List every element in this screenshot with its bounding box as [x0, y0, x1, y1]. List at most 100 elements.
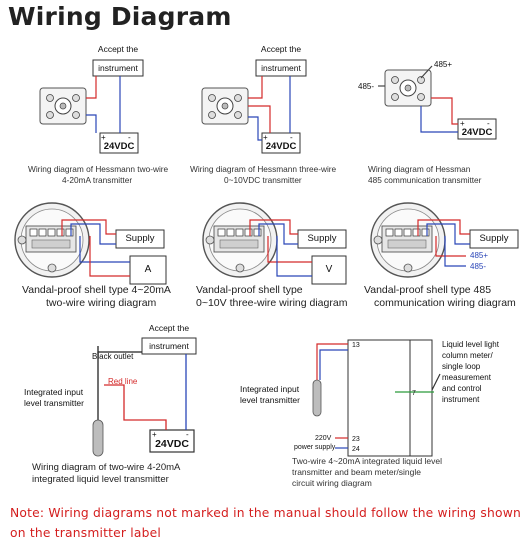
page-title: Wiring Diagram — [8, 2, 232, 31]
minus-terminal: - — [186, 430, 189, 439]
caption: Wiring diagram of Hessman — [368, 164, 471, 174]
caption: 0~10V three-wire wiring diagram — [196, 297, 348, 309]
wires — [86, 76, 121, 133]
wires — [249, 219, 312, 277]
meter-label: Liquid level light — [442, 340, 499, 349]
transmitter-terminal-block — [201, 87, 249, 125]
caption: Wiring diagram of two-wire 4-20mA — [32, 462, 181, 473]
diagram-vandal-485 — [370, 202, 519, 278]
wires — [248, 76, 291, 141]
supply-label: 24VDC — [155, 438, 189, 450]
diagram-integrated-two-wire — [92, 337, 197, 457]
meter-label: single loop — [442, 362, 481, 371]
caption: transmitter and beam meter/single — [292, 467, 421, 477]
vandal-proof-housing — [14, 202, 90, 278]
supply-box — [469, 229, 519, 249]
diagram-beam-meter — [312, 339, 441, 457]
diagram-hessman-485 — [378, 65, 497, 140]
wiring-note: Note: Wiring diagrams not marked in the … — [10, 506, 521, 540]
rs485-minus-label: 485- — [470, 262, 487, 271]
transmitter-label: Integrated input — [24, 387, 84, 397]
transmitter-label: level transmitter — [240, 395, 300, 405]
probe — [92, 419, 104, 457]
minus-terminal: - — [290, 133, 293, 142]
rs485-minus-label: 485- — [358, 82, 375, 91]
caption: Wiring diagram of Hessmann three-wire — [190, 164, 337, 174]
minus-terminal: - — [487, 119, 490, 128]
vandal-proof-housing — [370, 202, 446, 278]
supply-label: 24VDC — [461, 127, 493, 138]
instrument-label: Accept the — [148, 323, 190, 333]
supply-label: 24VDC — [265, 141, 297, 152]
caption: integrated liquid level transmitter — [32, 474, 169, 485]
caption: communication wiring diagram — [374, 297, 516, 309]
transmitter-label: level transmitter — [24, 398, 84, 408]
terminal-7: 7 — [412, 390, 416, 397]
power-label: power supply — [294, 444, 336, 451]
meter-column — [409, 339, 433, 457]
meter-label: and control — [442, 384, 482, 393]
rs485-plus-label: 485+ — [434, 60, 453, 69]
plus-terminal: + — [101, 133, 106, 142]
instrument-label: instrument — [261, 63, 301, 73]
diagram-hessmann-three-wire — [201, 59, 307, 154]
wires — [417, 219, 470, 267]
caption: Wiring diagram of Hessmann two-wire — [28, 164, 169, 174]
plus-terminal: + — [460, 119, 465, 128]
power-label: 220V — [315, 435, 332, 442]
caption: 4-20mA transmitter — [62, 175, 133, 185]
meter-label: measurement — [442, 373, 491, 382]
meter-label: column meter/ — [442, 351, 493, 360]
diagram-vandal-0-10v — [202, 202, 347, 285]
supply-label: Supply — [125, 233, 155, 244]
minus-terminal: - — [128, 133, 131, 142]
power-supply-box — [149, 429, 195, 453]
power-supply-box — [99, 132, 139, 154]
caption: 485 communication transmitter — [368, 175, 482, 185]
wires — [61, 219, 130, 277]
diagram-vandal-4-20ma — [14, 202, 167, 285]
instrument-box — [92, 59, 144, 77]
vandal-proof-housing — [202, 202, 278, 278]
instrument-label: instrument — [149, 341, 189, 351]
transmitter-label: Integrated input — [240, 384, 300, 394]
supply-label: Supply — [479, 233, 509, 244]
rs485-plus-label: 485+ — [470, 251, 489, 260]
caption: circuit wiring diagram — [292, 478, 372, 488]
instrument-label: Accept the — [260, 44, 302, 54]
caption: Two-wire 4~20mA integrated liquid level — [292, 456, 443, 466]
plus-terminal: + — [152, 430, 157, 439]
supply-box — [115, 229, 165, 249]
terminal-13: 13 — [352, 342, 360, 349]
instrument-label: instrument — [98, 63, 138, 73]
diagram-hessmann-two-wire — [39, 59, 144, 154]
wires — [97, 346, 187, 430]
wires — [378, 65, 458, 133]
caption: Vandal-proof shell type — [196, 284, 303, 296]
plus-terminal: + — [263, 133, 268, 142]
terminal-24: 24 — [352, 446, 360, 453]
supply-box — [297, 229, 347, 249]
power-supply-box — [261, 132, 301, 154]
wires — [316, 343, 441, 449]
caption: two-wire wiring diagram — [46, 297, 157, 309]
probe — [312, 379, 322, 417]
transmitter-terminal-block — [39, 87, 87, 125]
caption: Vandal-proof shell type 485 — [364, 284, 492, 296]
supply-label: 24VDC — [103, 141, 135, 152]
terminal-23: 23 — [352, 436, 360, 443]
instrument-box — [141, 337, 197, 355]
meter-label: instrument — [442, 395, 480, 404]
voltmeter-label: V — [325, 264, 333, 275]
red-line-label: Red line — [108, 377, 138, 386]
voltmeter-box — [311, 255, 347, 285]
caption: 0~10VDC transmitter — [224, 175, 302, 185]
supply-label: Supply — [307, 233, 337, 244]
instrument-label: Accept the — [97, 44, 139, 54]
power-supply-box — [457, 118, 497, 140]
instrument-box — [255, 59, 307, 77]
black-outlet-label: Black outlet — [92, 352, 134, 361]
caption: Vandal-proof shell type 4~20mA — [22, 284, 171, 296]
ammeter-label: A — [144, 264, 152, 275]
